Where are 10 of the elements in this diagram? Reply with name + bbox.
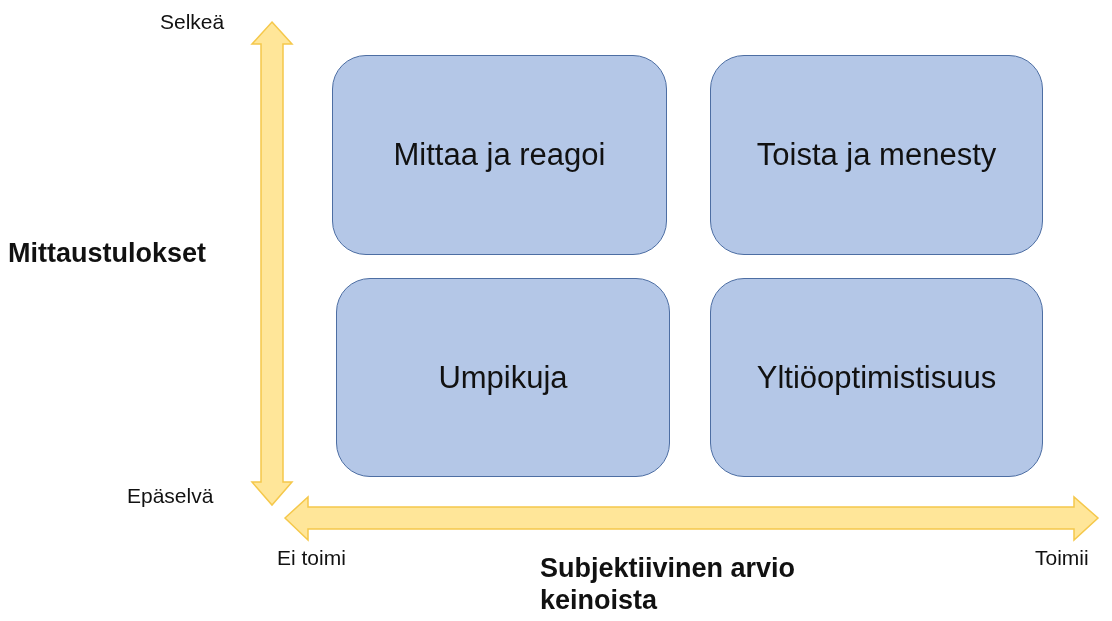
quadrant-box: Yltiöoptimistisuus: [710, 278, 1043, 477]
axis-end-label: Selkeä: [160, 10, 225, 34]
quadrant-box: Toista ja menesty: [710, 55, 1043, 255]
axis-end-label: Epäselvä: [127, 484, 214, 508]
axis-title: Subjektiivinen arvio keinoista: [540, 552, 797, 617]
quadrant-box: Umpikuja: [336, 278, 670, 477]
axis-end-label: Toimii: [1035, 546, 1089, 570]
axis-end-label: Ei toimi: [277, 546, 346, 570]
axis-title: Mittaustulokset: [8, 238, 207, 269]
quadrant-box: Mittaa ja reagoi: [332, 55, 667, 255]
